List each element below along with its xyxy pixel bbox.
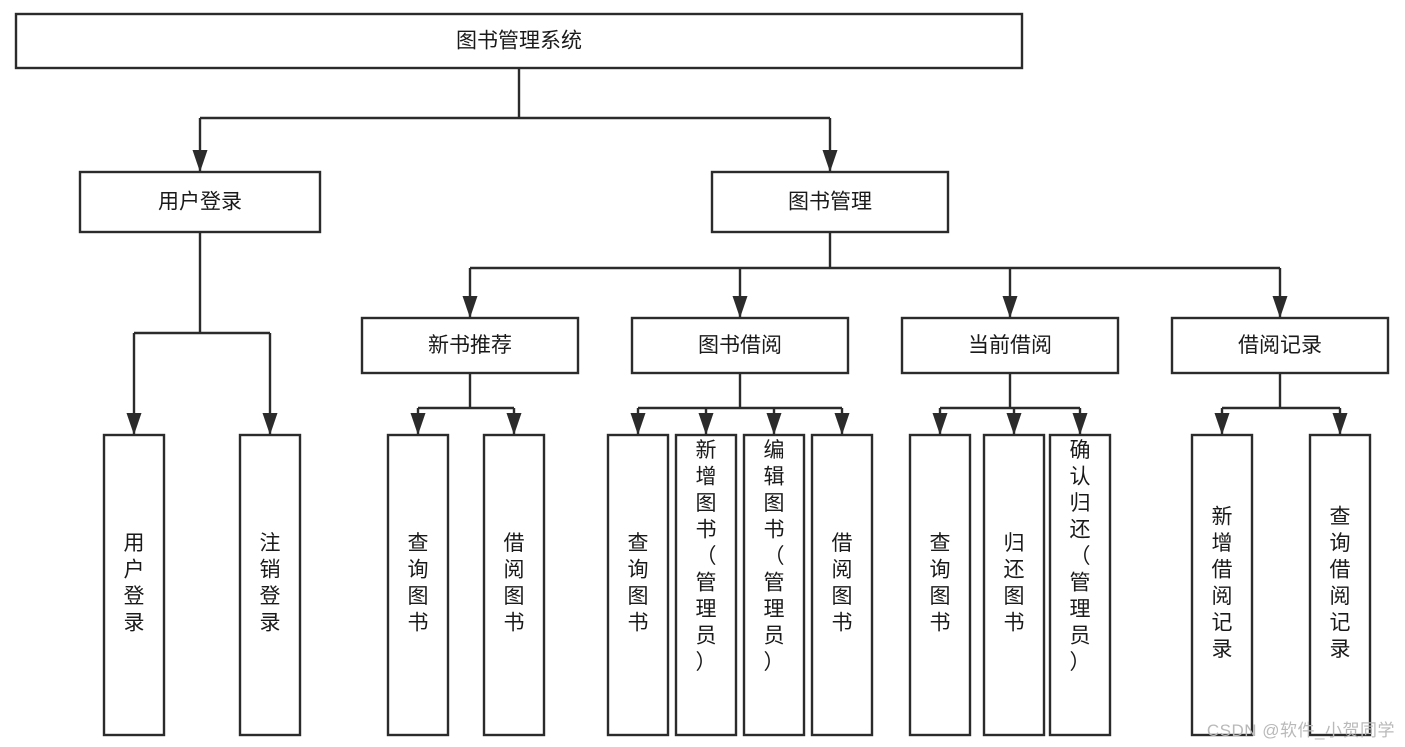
node-l3-add-record[interactable]: 新增借阅记录 — [1190, 433, 1254, 737]
arrow-head-icon — [506, 413, 522, 435]
arrow-head-icon — [1072, 413, 1088, 435]
arrow-head-icon — [834, 413, 850, 435]
node-box — [674, 433, 738, 737]
node-label: 新增借阅记录 — [1212, 506, 1233, 662]
node-l3-borrow-book-a[interactable]: 借阅图书 — [482, 433, 546, 737]
node-l3-borrow-book-b[interactable]: 借阅图书 — [810, 433, 874, 737]
node-box — [1190, 433, 1254, 737]
node-box — [1308, 433, 1372, 737]
arrow-head-icon — [126, 413, 142, 435]
node-l3-edit-book[interactable]: 编辑图书（管理员） — [742, 433, 806, 737]
node-box — [14, 12, 1024, 70]
arrow-head-icon — [732, 296, 748, 318]
node-box — [1048, 433, 1112, 737]
node-box — [606, 433, 670, 737]
node-label: 图书借阅 — [698, 334, 782, 357]
node-l2-book-borrow[interactable]: 图书借阅 — [630, 316, 850, 375]
node-label: 借阅图书 — [832, 532, 853, 635]
connector-layer — [126, 68, 1348, 435]
node-box — [908, 433, 972, 737]
node-l3-logout[interactable]: 注销登录 — [238, 433, 302, 737]
node-label: 图书管理系统 — [456, 30, 582, 53]
node-l2-borrow-record[interactable]: 借阅记录 — [1170, 316, 1390, 375]
arrow-head-icon — [410, 413, 426, 435]
node-l2-current-borrow[interactable]: 当前借阅 — [900, 316, 1120, 375]
node-l1-book-manage[interactable]: 图书管理 — [710, 170, 950, 234]
node-l3-add-book[interactable]: 新增图书（管理员） — [674, 433, 738, 737]
arrow-head-icon — [1006, 413, 1022, 435]
node-box — [78, 170, 322, 234]
node-l3-return-book[interactable]: 归还图书 — [982, 433, 1046, 737]
node-label: 新书推荐 — [428, 334, 512, 357]
node-box — [630, 316, 850, 375]
arrow-head-icon — [1332, 413, 1348, 435]
node-box — [482, 433, 546, 737]
node-label: 确认归还（管理员） — [1070, 439, 1091, 674]
node-box — [386, 433, 450, 737]
node-label: 编辑图书（管理员） — [764, 439, 785, 674]
node-label: 查询图书 — [628, 532, 649, 635]
arrow-head-icon — [1214, 413, 1230, 435]
arrow-head-icon — [192, 150, 208, 172]
node-box — [238, 433, 302, 737]
arrow-head-icon — [932, 413, 948, 435]
node-l2-new-book-rec[interactable]: 新书推荐 — [360, 316, 580, 375]
node-label: 注销登录 — [260, 532, 281, 635]
node-label: 查询图书 — [930, 532, 951, 635]
node-box — [810, 433, 874, 737]
node-l3-user-login[interactable]: 用户登录 — [102, 433, 166, 737]
node-l3-confirm-return[interactable]: 确认归还（管理员） — [1048, 433, 1112, 737]
node-label: 查询图书 — [408, 532, 429, 635]
arrow-head-icon — [262, 413, 278, 435]
arrow-head-icon — [630, 413, 646, 435]
arrow-head-icon — [698, 413, 714, 435]
node-label: 归还图书 — [1004, 532, 1025, 635]
node-l3-query-book-a[interactable]: 查询图书 — [386, 433, 450, 737]
node-box — [710, 170, 950, 234]
node-box — [900, 316, 1120, 375]
arrow-head-icon — [1002, 296, 1018, 318]
node-label: 新增图书（管理员） — [696, 439, 717, 674]
node-label: 用户登录 — [124, 532, 145, 635]
arrow-head-icon — [822, 150, 838, 172]
node-label: 借阅图书 — [504, 532, 525, 635]
node-l3-query-book-b[interactable]: 查询图书 — [606, 433, 670, 737]
node-l3-query-record[interactable]: 查询借阅记录 — [1308, 433, 1372, 737]
node-box — [1170, 316, 1390, 375]
node-label: 当前借阅 — [968, 334, 1052, 357]
node-box — [360, 316, 580, 375]
node-root[interactable]: 图书管理系统 — [14, 12, 1024, 70]
node-layer: 图书管理系统用户登录图书管理新书推荐图书借阅当前借阅借阅记录用户登录注销登录查询… — [14, 12, 1390, 737]
arrow-head-icon — [1272, 296, 1288, 318]
node-box — [982, 433, 1046, 737]
node-l1-user-login[interactable]: 用户登录 — [78, 170, 322, 234]
node-label: 图书管理 — [788, 191, 872, 214]
arrow-head-icon — [462, 296, 478, 318]
node-box — [102, 433, 166, 737]
node-l3-query-book-c[interactable]: 查询图书 — [908, 433, 972, 737]
node-label: 查询借阅记录 — [1330, 506, 1351, 662]
node-label: 用户登录 — [158, 191, 242, 214]
node-box — [742, 433, 806, 737]
node-label: 借阅记录 — [1238, 334, 1322, 357]
arrow-head-icon — [766, 413, 782, 435]
